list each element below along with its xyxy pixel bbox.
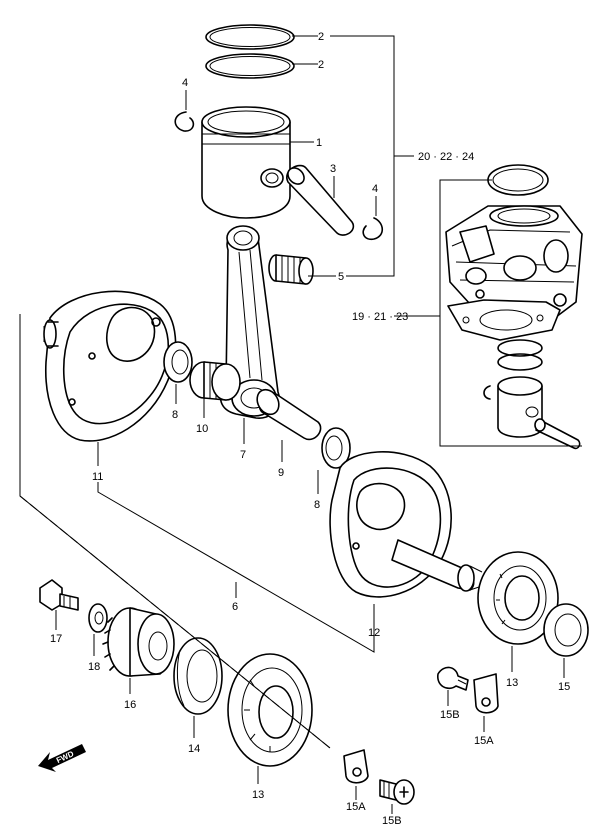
main-bearing-left	[227, 653, 313, 767]
callout-8-right: 8	[314, 499, 320, 511]
callout-7: 7	[240, 449, 246, 461]
circlip-right	[362, 217, 384, 241]
callout-15a-upper: 15A	[474, 735, 494, 747]
callout-12: 12	[368, 627, 380, 639]
callout-3: 3	[330, 163, 336, 175]
base-gasket	[447, 299, 561, 341]
inset-piston-rings	[497, 339, 543, 371]
forward-label: FWD	[55, 749, 76, 765]
callout-20-22-24: 20 · 22 · 24	[418, 151, 474, 163]
inset-piston	[497, 376, 543, 438]
bolt-17	[39, 579, 79, 611]
crank-pin	[256, 388, 322, 441]
callout-11: 11	[92, 471, 103, 483]
callout-4-left: 4	[182, 77, 188, 89]
main-bearing-right	[477, 551, 559, 645]
circlip-left	[174, 111, 195, 132]
thrust-washer-left	[163, 341, 193, 383]
thrust-washer-right	[321, 427, 351, 469]
callout-1: 1	[316, 137, 322, 149]
piston-pin	[286, 164, 355, 236]
callout-2-lower: 2	[318, 59, 324, 71]
leader-lines	[19, 35, 582, 814]
callout-5: 5	[338, 271, 344, 283]
callout-18: 18	[88, 661, 100, 673]
callout-14: 14	[188, 743, 200, 755]
callout-4-right: 4	[372, 183, 378, 195]
oil-seal-right	[543, 603, 589, 657]
cylinder-inset	[445, 164, 583, 450]
cylinder-gasket-ring	[487, 164, 549, 196]
callout-15b-upper: 15B	[440, 709, 460, 721]
small-end-bearing	[268, 254, 314, 285]
callout-10: 10	[196, 423, 208, 435]
piston	[201, 106, 291, 219]
big-end-bearing	[189, 361, 241, 401]
inset-circlip	[483, 385, 491, 400]
lock-plate-15a-lower	[343, 749, 369, 784]
washer-18	[88, 603, 108, 633]
callout-2-upper: 2	[318, 31, 324, 43]
crankshaft-right-half	[329, 451, 483, 598]
callout-19-21-23: 19 · 21 · 23	[352, 311, 408, 323]
callout-8-left: 8	[172, 409, 178, 421]
piston-ring-lower	[205, 53, 295, 79]
forward-arrow-icon: FWD	[38, 744, 86, 772]
callout-16: 16	[124, 699, 136, 711]
callout-9: 9	[278, 467, 284, 479]
callout-13-left: 13	[252, 789, 264, 801]
callout-15: 15	[558, 681, 570, 693]
callout-13-right: 13	[506, 677, 518, 689]
gear-16	[102, 607, 175, 677]
inset-piston-pin	[534, 418, 581, 450]
callout-15a-lower: 15A	[346, 801, 366, 813]
callout-labels: 2 2 4 1 3 4 5 20 · 22 · 24 19 · 21 · 23 …	[50, 31, 570, 827]
callout-15b-lower: 15B	[382, 815, 402, 827]
callout-17: 17	[50, 633, 62, 645]
oil-seal-left	[173, 637, 223, 715]
crankshaft-left-half	[43, 290, 177, 442]
screw-15b-lower	[379, 779, 415, 805]
cylinder-block	[445, 205, 583, 323]
lock-plate-15a-upper	[473, 673, 499, 714]
piston-ring-upper	[205, 24, 295, 50]
callout-6: 6	[232, 601, 238, 613]
screw-15b-upper	[437, 666, 469, 691]
